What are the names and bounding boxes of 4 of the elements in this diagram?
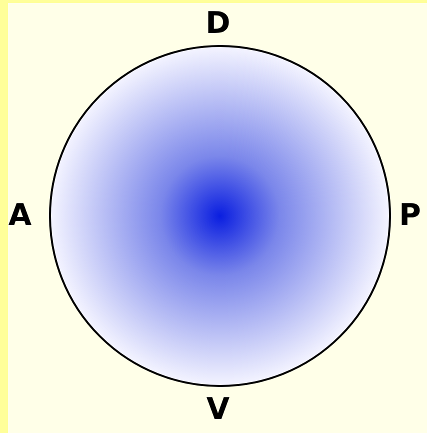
direction-letter: D	[206, 9, 230, 39]
direction-letter: A	[8, 201, 32, 231]
direction-letter: P	[399, 201, 421, 231]
direction-letter: V	[206, 395, 230, 425]
